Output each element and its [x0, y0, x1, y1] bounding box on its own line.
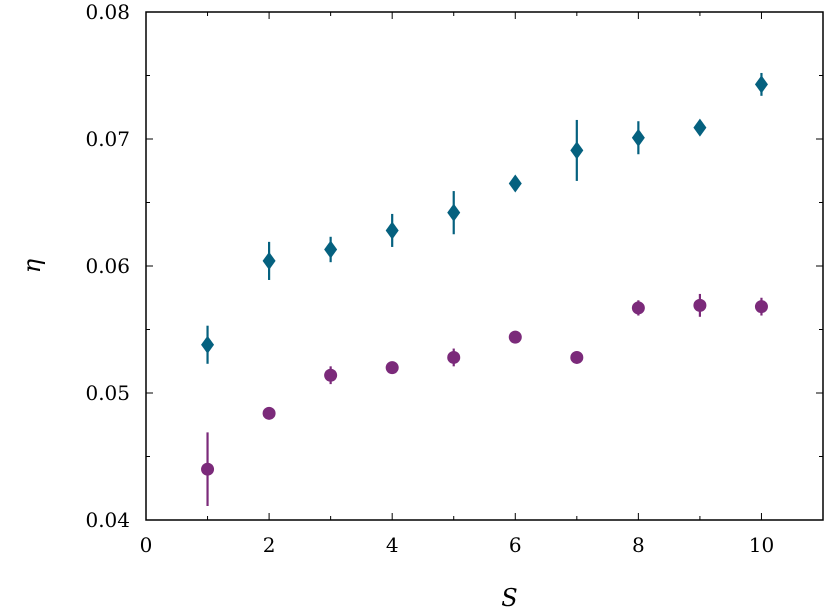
circle-point — [754, 300, 768, 314]
x-tick-label: 6 — [509, 533, 522, 557]
series-diamond — [201, 72, 768, 364]
x-tick-label: 10 — [749, 533, 774, 557]
x-tick-label: 4 — [386, 533, 399, 557]
data-series — [201, 72, 768, 507]
minor-ticks — [146, 12, 823, 520]
y-tick-label: 0.08 — [85, 0, 130, 24]
y-tick-label: 0.05 — [85, 381, 130, 405]
x-tick-label: 2 — [263, 533, 276, 557]
series-circle — [201, 293, 768, 507]
diamond-point — [631, 128, 645, 147]
diamond-point — [262, 251, 276, 270]
major-ticks — [145, 11, 823, 521]
diamond-point — [570, 141, 584, 160]
circle-point — [693, 298, 707, 312]
circle-point — [447, 350, 461, 364]
circle-point — [262, 406, 276, 420]
circle-point — [324, 368, 338, 382]
y-tick-labels: 0.04 0.05 0.06 0.07 0.08 — [85, 0, 130, 532]
circle-point — [570, 350, 584, 364]
diamond-point — [324, 240, 338, 259]
circle-point — [631, 301, 645, 315]
circle-point — [385, 361, 399, 375]
y-tick-label: 0.07 — [85, 127, 130, 151]
y-axis-label: η — [18, 258, 46, 273]
plot-frame — [145, 11, 824, 521]
diamond-point — [754, 75, 768, 94]
y-tick-label: 0.06 — [85, 254, 130, 278]
x-tick-labels: 0 2 4 6 8 10 — [140, 533, 775, 557]
x-tick-label: 0 — [140, 533, 153, 557]
diamond-point — [508, 174, 522, 193]
diamond-point — [385, 221, 399, 240]
diamond-point — [447, 203, 461, 222]
x-axis-label: S — [501, 584, 517, 612]
diamond-point — [201, 335, 215, 354]
y-tick-label: 0.04 — [85, 508, 130, 532]
circle-point — [201, 462, 215, 476]
circle-point — [508, 330, 522, 344]
diamond-point — [693, 118, 707, 137]
x-tick-label: 8 — [632, 533, 645, 557]
